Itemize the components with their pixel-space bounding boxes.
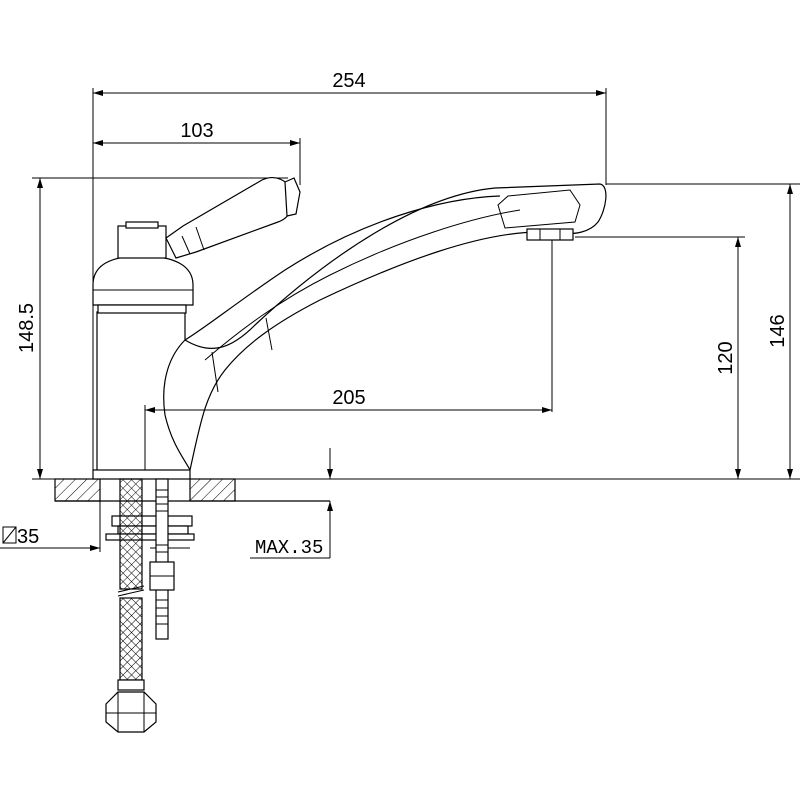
dimension-label-148-5: 148.5 — [16, 303, 38, 353]
dimension-label-254: 254 — [332, 70, 365, 92]
dimension-label-103: 103 — [180, 120, 213, 142]
dimension-label-205: 205 — [332, 387, 365, 409]
extension-lines — [32, 88, 800, 480]
dimension-label-max-35: MAX.35 — [255, 537, 323, 559]
dimension-handle-reach: 103 — [93, 120, 300, 146]
dimension-label-diameter-35: 35 — [17, 526, 39, 548]
dimension-max-deck-thickness: MAX.35 — [250, 448, 333, 559]
dimension-spout-reach: 205 — [145, 387, 552, 413]
dimension-total-height: 148.5 — [16, 178, 43, 479]
dimension-outlet-height: 120 — [715, 237, 741, 479]
dimension-spout-top-height: 146 — [767, 184, 793, 479]
dimension-overall-length: 254 — [93, 70, 606, 96]
braided-supply-hose — [105, 478, 157, 733]
faucet-body — [92, 177, 607, 480]
mounting-hardware — [105, 478, 195, 640]
dimension-label-146: 146 — [767, 314, 789, 347]
dimension-label-120: 120 — [715, 341, 737, 374]
countertop-section — [54, 478, 330, 502]
